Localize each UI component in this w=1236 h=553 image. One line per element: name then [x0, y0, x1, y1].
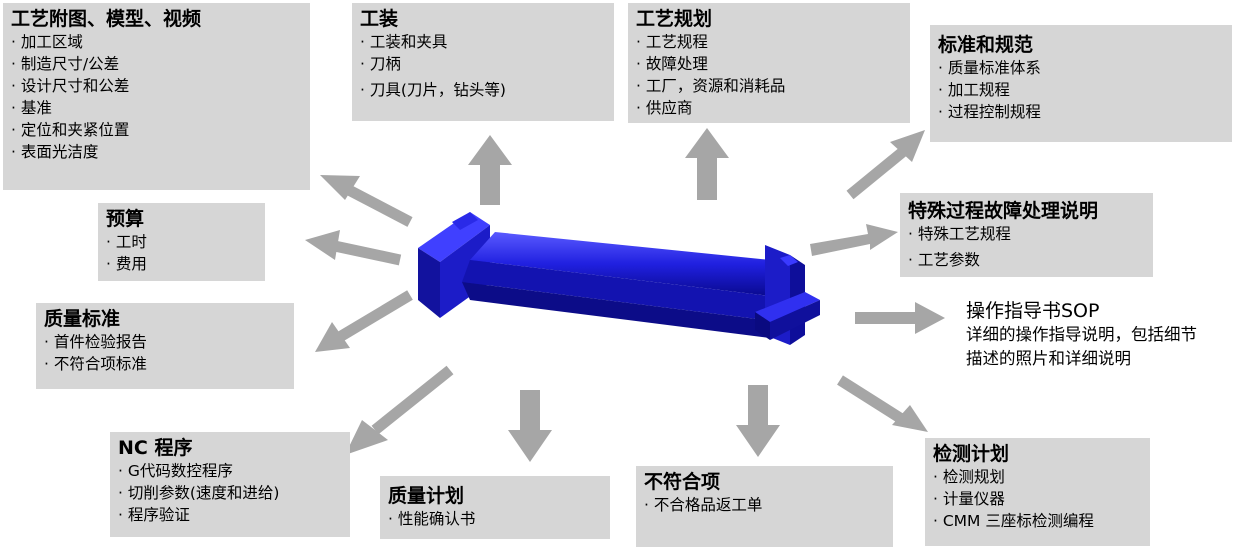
workpiece-part [418, 212, 820, 345]
box-sop: 操作指导书SOP 详细的操作指导说明，包括细节 描述的照片和详细说明 [958, 295, 1234, 375]
box-drawings-item: 加工区域 [11, 31, 302, 53]
box-budget-item: 费用 [106, 253, 257, 275]
arrow-right-special [810, 224, 898, 256]
box-nc-item: 程序验证 [118, 504, 342, 526]
arrow-up-process-plan [685, 128, 729, 200]
box-inspection-item: 检测规划 [933, 466, 1142, 488]
box-process-plan-item: 工艺规程 [636, 31, 902, 53]
box-process-plan: 工艺规划 工艺规程 故障处理 工厂，资源和消耗品 供应商 [628, 3, 910, 123]
box-drawings-item: 基准 [11, 97, 302, 119]
box-inspection: 检测计划 检测规划 计量仪器 CMM 三座标检测编程 [925, 438, 1150, 546]
box-inspection-title: 检测计划 [933, 443, 1010, 465]
arrow-left-drawings [342, 183, 413, 227]
box-process-plan-title: 工艺规划 [636, 8, 713, 30]
box-nc-title: NC 程序 [118, 437, 193, 459]
box-standards-item: 加工规程 [938, 79, 1224, 101]
box-process-plan-item: 故障处理 [636, 53, 902, 75]
box-budget-item: 工时 [106, 231, 257, 253]
arrow-left-nc [371, 365, 454, 435]
box-drawings-item: 制造尺寸/公差 [11, 53, 302, 75]
box-quality-standard-item: 不符合项标准 [44, 353, 286, 375]
arrow-up-tooling [468, 135, 512, 205]
box-drawings-title: 工艺附图、模型、视频 [11, 8, 202, 30]
box-drawings-item: 定位和夹紧位置 [11, 119, 302, 141]
box-standards-title: 标准和规范 [938, 34, 1034, 56]
box-process-plan-item: 供应商 [636, 97, 902, 119]
arrow-left-quality-standard [335, 290, 413, 343]
arrow-down-quality-plan [508, 390, 552, 462]
box-nc-item: 切削参数(速度和进给) [118, 482, 342, 504]
box-special-process-item: 工艺参数 [908, 249, 1145, 271]
box-tooling: 工装 工装和夹具 刀柄 刀具(刀片，钻头等) [352, 3, 614, 121]
box-budget-title: 预算 [106, 208, 145, 230]
arrows [468, 128, 945, 462]
box-special-process: 特殊过程故障处理说明 特殊工艺规程 工艺参数 [900, 193, 1153, 277]
box-inspection-item: 计量仪器 [933, 488, 1142, 510]
box-sop-item: 描述的照片和详细说明 [966, 349, 1131, 368]
arrow-down-nonconform [736, 385, 780, 457]
box-standards-item: 过程控制规程 [938, 101, 1224, 123]
arrow-right-inspection [837, 375, 903, 423]
box-quality-plan-title: 质量计划 [388, 485, 465, 507]
box-special-process-title: 特殊过程故障处理说明 [908, 200, 1099, 222]
box-drawings-item: 设计尺寸和公差 [11, 75, 302, 97]
box-process-plan-item: 工厂，资源和消耗品 [636, 75, 902, 97]
box-quality-standard-title: 质量标准 [44, 308, 121, 330]
box-nonconform: 不符合项 不合格品返工单 [636, 466, 893, 547]
box-sop-title: 操作指导书SOP [966, 300, 1100, 322]
box-tooling-item: 刀柄 [360, 53, 606, 75]
box-nonconform-item: 不合格品返工单 [644, 494, 885, 516]
arrow-left-budget [328, 239, 402, 266]
box-quality-standard-item: 首件检验报告 [44, 331, 286, 353]
box-tooling-item: 刀具(刀片，钻头等) [360, 79, 606, 101]
box-budget: 预算 工时 费用 [98, 203, 265, 281]
box-nc-item: G代码数控程序 [118, 460, 342, 482]
box-standards-item: 质量标准体系 [938, 57, 1224, 79]
box-drawings-item: 表面光洁度 [11, 141, 302, 163]
box-quality-standard: 质量标准 首件检验报告 不符合项标准 [36, 303, 294, 389]
box-nc: NC 程序 G代码数控程序 切削参数(速度和进给) 程序验证 [110, 432, 350, 537]
box-quality-plan: 质量计划 性能确认书 [380, 476, 610, 539]
box-special-process-item: 特殊工艺规程 [908, 223, 1145, 245]
arrow-right-sop [855, 302, 945, 334]
box-quality-plan-item: 性能确认书 [388, 508, 602, 530]
box-tooling-item: 工装和夹具 [360, 31, 606, 53]
box-nonconform-title: 不符合项 [644, 471, 721, 493]
box-tooling-title: 工装 [360, 8, 399, 30]
box-standards: 标准和规范 质量标准体系 加工规程 过程控制规程 [930, 25, 1232, 142]
arrow-right-standards [846, 145, 909, 200]
box-sop-item: 详细的操作指导说明，包括细节 [966, 325, 1197, 344]
box-drawings: 工艺附图、模型、视频 加工区域 制造尺寸/公差 设计尺寸和公差 基准 定位和夹紧… [3, 3, 310, 190]
box-inspection-item: CMM 三座标检测编程 [933, 510, 1142, 532]
